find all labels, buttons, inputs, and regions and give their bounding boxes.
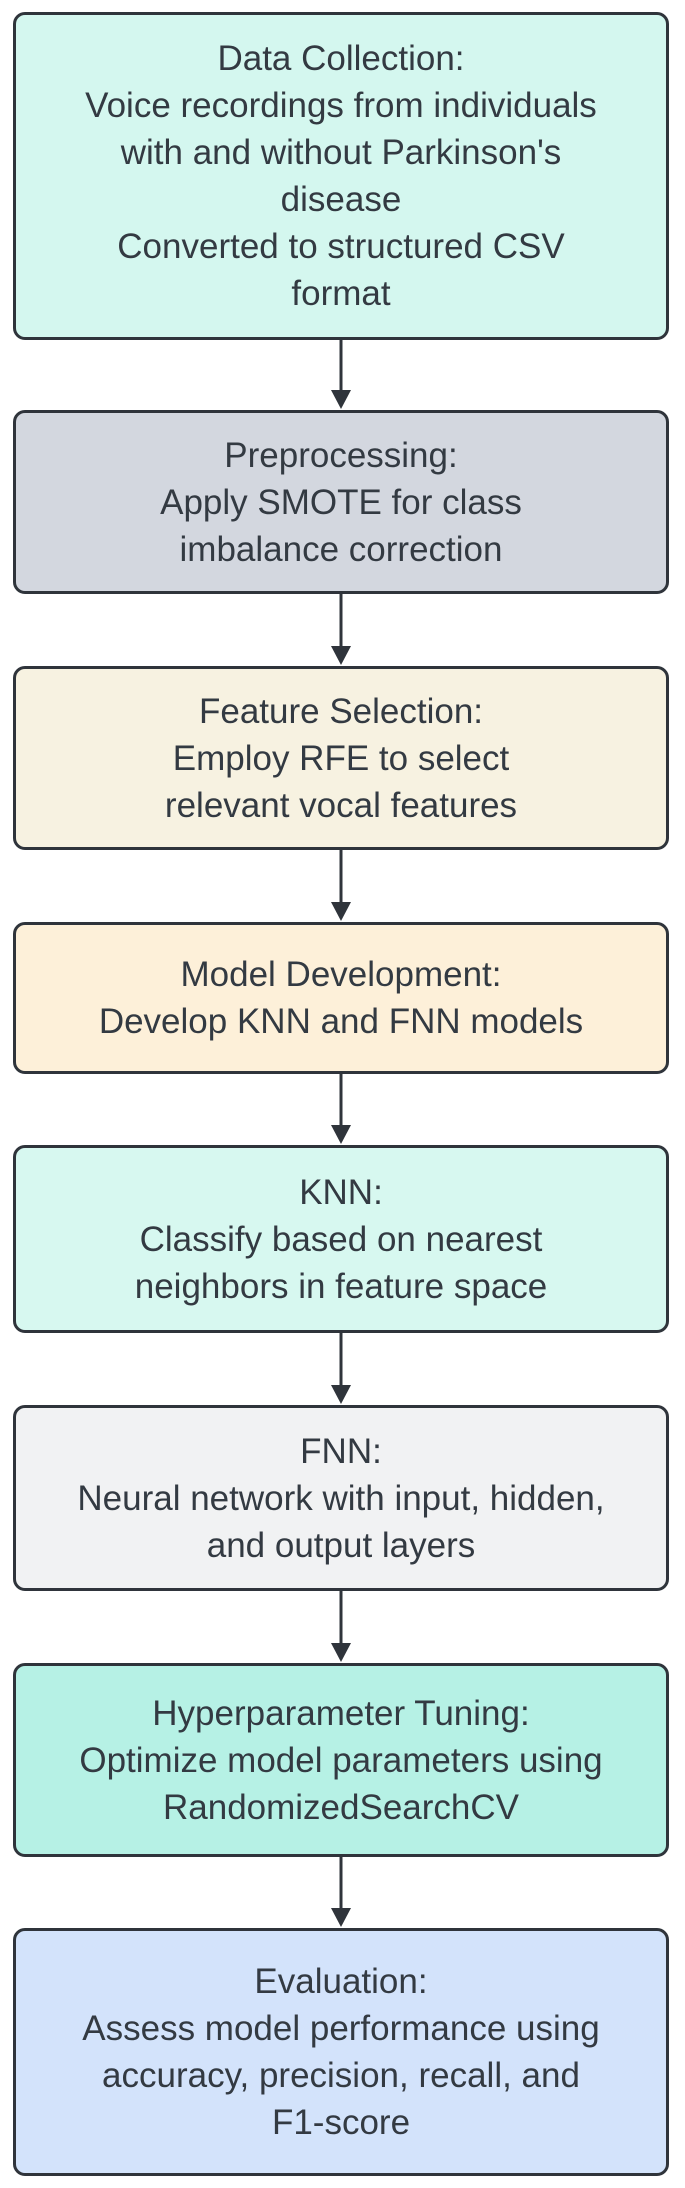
step-line: Voice recordings from individuals — [85, 86, 597, 125]
step-line: F1-score — [271, 2103, 411, 2142]
step-feature-selection: Feature Selection: Employ RFE to select … — [13, 666, 669, 850]
step-evaluation: Evaluation: Assess model performance usi… — [13, 1928, 669, 2176]
step-line: neighbors in feature space — [134, 1266, 548, 1306]
step-line: FNN: — [300, 1431, 382, 1471]
step-fnn: FNN: Neural network with input, hidden, … — [13, 1405, 669, 1591]
step-line: Optimize model parameters using — [79, 1740, 603, 1780]
step-line: Feature Selection: — [198, 691, 484, 731]
step-line: and output layers — [206, 1525, 476, 1565]
connector-arrowhead-icon — [331, 1385, 351, 1404]
step-line: relevant vocal features — [164, 785, 518, 825]
connector-arrowhead-icon — [331, 390, 351, 409]
step-line: Develop KNN and FNN models — [98, 1002, 584, 1041]
step-line: Preprocessing: — [224, 435, 458, 475]
step-line: with and without Parkinson's — [120, 133, 562, 172]
connector-arrowhead-icon — [331, 1908, 351, 1927]
step-line: Hyperparameter Tuning: — [152, 1693, 530, 1733]
step-model-development: Model Development: Develop KNN and FNN m… — [13, 922, 669, 1074]
connector-arrowhead-icon — [331, 646, 351, 665]
step-line: RandomizedSearchCV — [162, 1787, 519, 1827]
step-line: Employ RFE to select — [172, 738, 510, 778]
connector-arrowhead-icon — [331, 1643, 351, 1662]
step-line: Neural network with input, hidden, — [77, 1478, 605, 1518]
step-line: accuracy, precision, recall, and — [102, 2056, 580, 2095]
step-knn: KNN: Classify based on nearest neighbors… — [13, 1145, 669, 1333]
step-line: Converted to structured CSV — [117, 227, 565, 266]
step-line: Apply SMOTE for class — [160, 482, 522, 522]
step-data-collection: Data Collection: Voice recordings from i… — [13, 12, 669, 340]
step-line: Data Collection: — [217, 39, 465, 78]
step-line: Assess model performance using — [82, 2009, 600, 2048]
connector-arrowhead-icon — [331, 1125, 351, 1144]
step-line: format — [291, 274, 391, 313]
step-line: Evaluation: — [254, 1962, 428, 2001]
connector-arrowhead-icon — [331, 902, 351, 921]
step-preprocessing: Preprocessing: Apply SMOTE for class imb… — [13, 410, 669, 594]
step-line: Classify based on nearest — [139, 1219, 543, 1259]
step-line: KNN: — [299, 1172, 383, 1212]
step-hyperparameter-tuning: Hyperparameter Tuning: Optimize model pa… — [13, 1663, 669, 1857]
step-line: imbalance correction — [179, 529, 503, 569]
step-line: disease — [280, 180, 402, 219]
step-line: Model Development: — [180, 955, 502, 994]
